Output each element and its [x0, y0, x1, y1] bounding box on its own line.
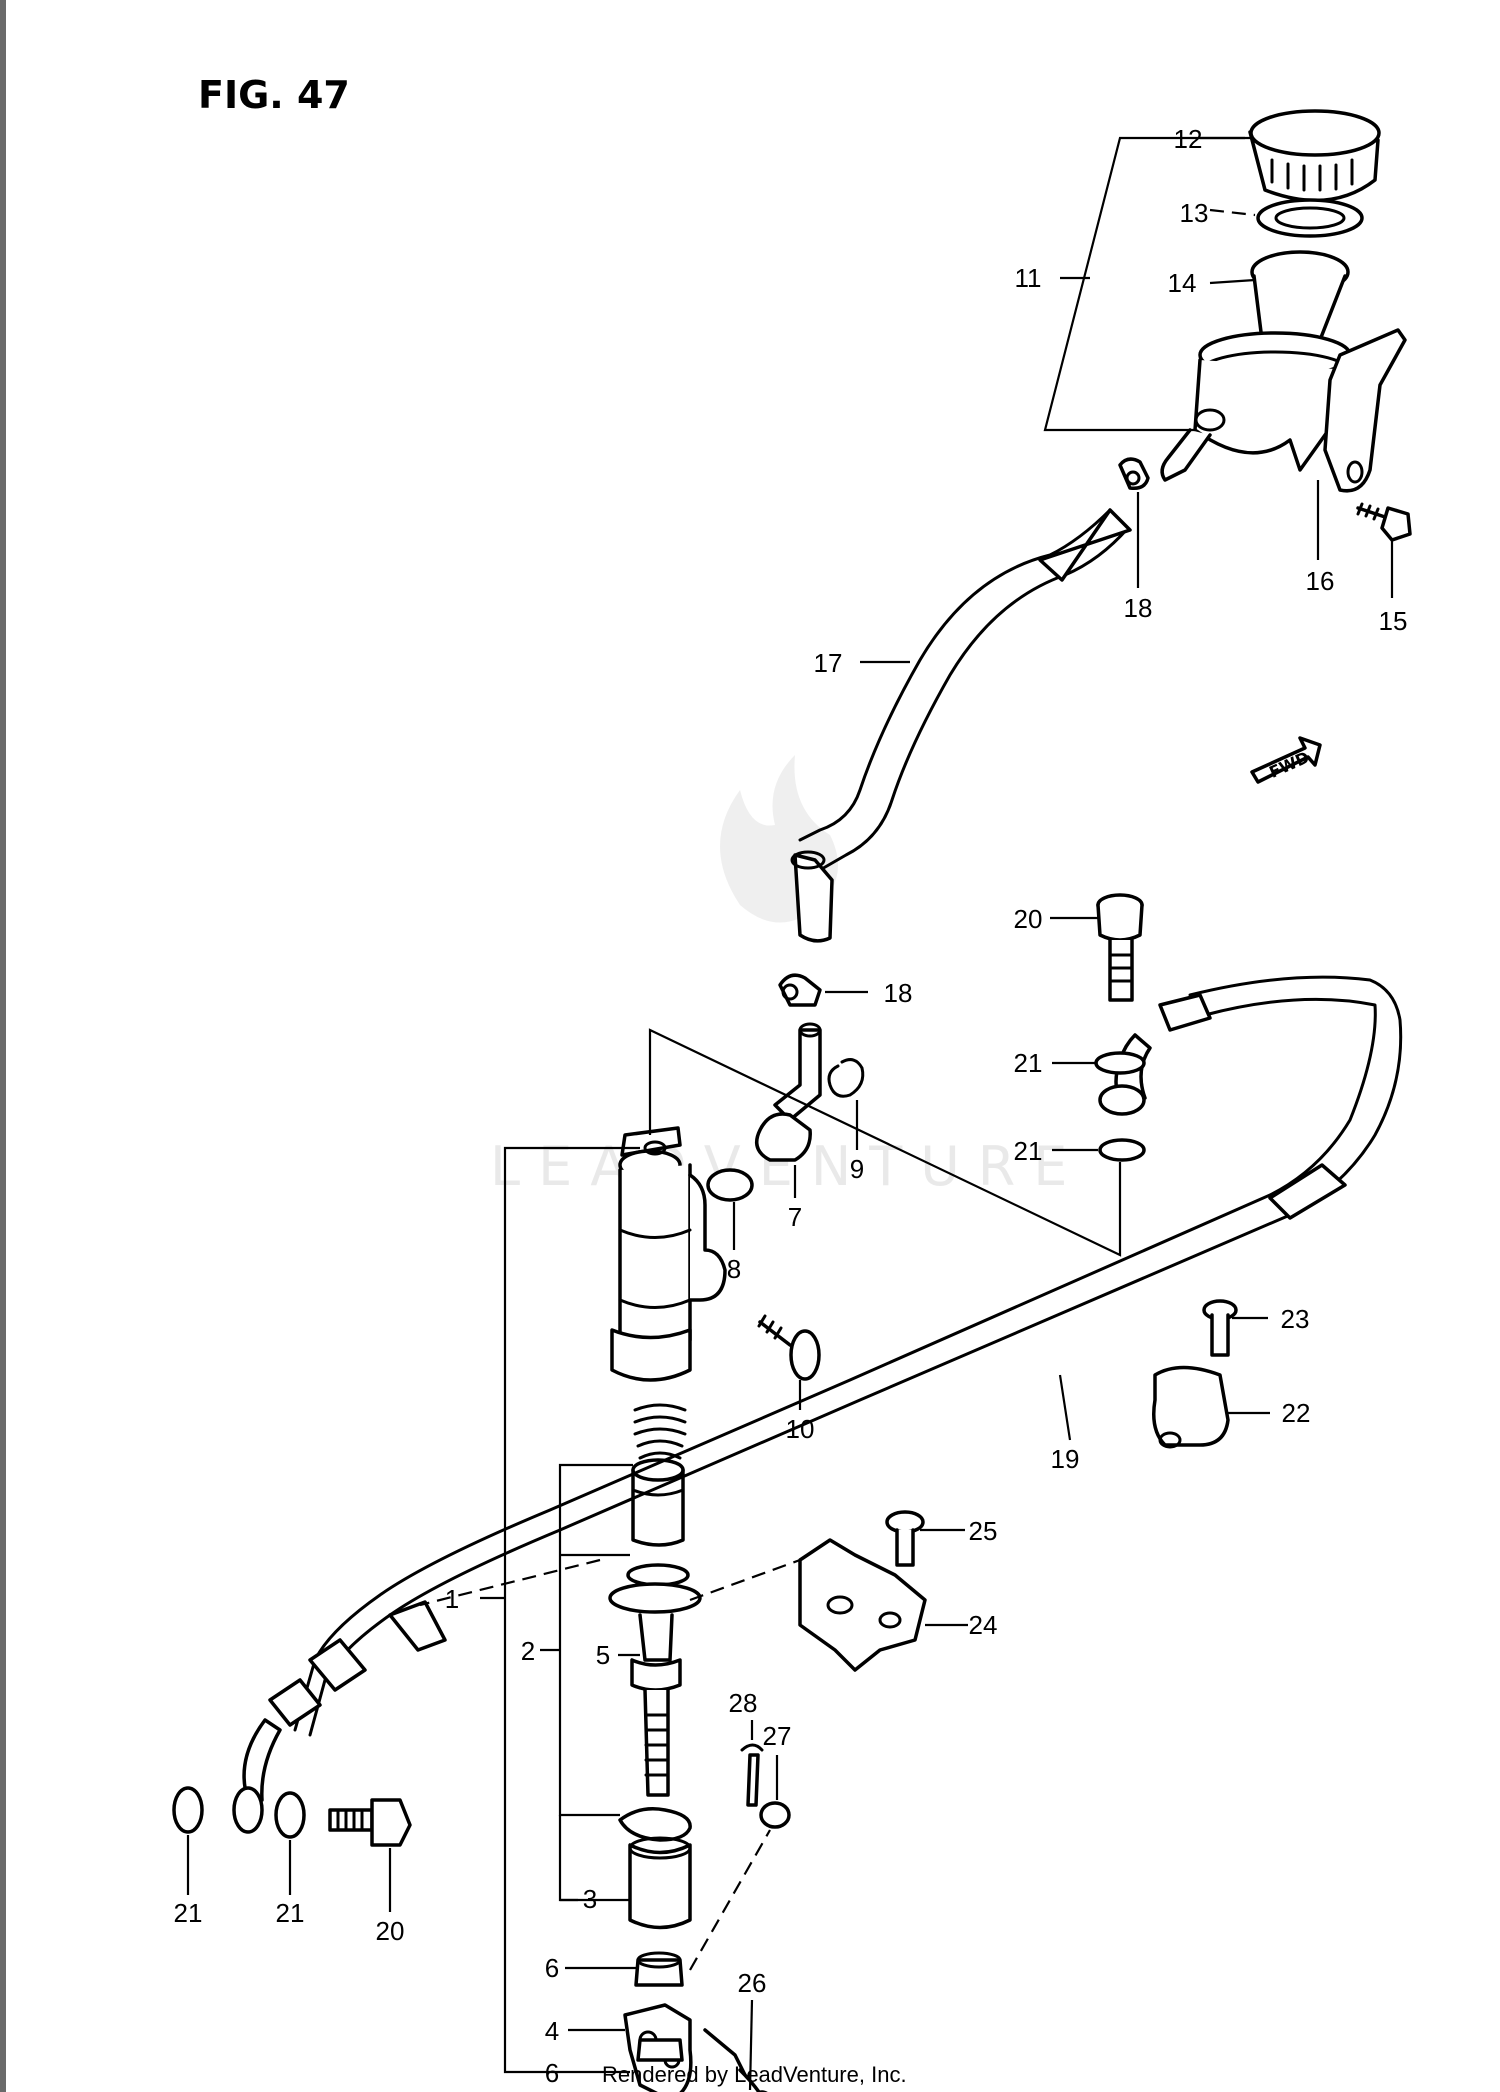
o-ring-8 [706, 1168, 754, 1202]
reservoir-bolt-15 [1356, 502, 1412, 542]
reservoir-cap-12 [1248, 109, 1381, 203]
callout-20-upper: 20 [1014, 904, 1043, 934]
snap-ring [618, 1807, 692, 1842]
callout-27: 27 [763, 1721, 792, 1751]
callout-1: 1 [445, 1584, 459, 1614]
master-cylinder-body [610, 1126, 727, 1382]
banjo-bolt-20-lower [328, 1798, 412, 1847]
lock-nut-6-upper [634, 1951, 684, 1987]
footer-credit: Rendered by LeadVenture, Inc. [602, 2062, 907, 2087]
callout-6-lower: 6 [545, 2058, 559, 2088]
return-spring [633, 1403, 687, 1460]
figure-title: FIG. 47 [198, 73, 350, 117]
leader-lines [186, 136, 1394, 2091]
cotter-pin-28 [740, 1743, 764, 1807]
callout-8: 8 [727, 1254, 741, 1284]
reservoir-plate-13 [1256, 198, 1364, 238]
callout-17: 17 [814, 648, 843, 678]
reservoir-bracket-16 [1323, 328, 1407, 493]
mounting-bolt-10 [757, 1314, 821, 1381]
callout-21-d: 21 [276, 1898, 305, 1928]
callout-2: 2 [521, 1636, 535, 1666]
callout-18-lower: 18 [884, 978, 913, 1008]
callout-labels: 12 13 14 11 16 15 18 17 20 18 21 21 9 7 … [174, 124, 1408, 2088]
callout-4: 4 [545, 2016, 559, 2046]
callout-5: 5 [596, 1640, 610, 1670]
callout-3: 3 [583, 1884, 597, 1914]
mounting-bracket-24 [798, 1538, 927, 1672]
callout-14: 14 [1168, 268, 1197, 298]
callout-6-upper: 6 [545, 1953, 559, 1983]
reservoir-body-11 [1160, 331, 1352, 482]
callout-7: 7 [788, 1202, 802, 1232]
callout-15: 15 [1379, 606, 1408, 636]
piston-2 [631, 1458, 685, 1547]
hose-clamp-18-lower [778, 973, 822, 1007]
callout-25: 25 [969, 1516, 998, 1546]
reservoir-hose-17 [790, 508, 1132, 943]
screw-25 [885, 1510, 925, 1567]
callout-19: 19 [1051, 1444, 1080, 1474]
forward-arrow-icon: FWD [1250, 736, 1322, 784]
callout-16: 16 [1306, 566, 1335, 596]
hose-clamp-18-upper [1118, 457, 1150, 491]
washer-21-c [172, 1786, 204, 1834]
callout-21-c: 21 [174, 1898, 203, 1928]
callout-20-lower: 20 [376, 1916, 405, 1946]
screw-23 [1202, 1299, 1238, 1357]
callout-24: 24 [969, 1610, 998, 1640]
dust-boot-3 [628, 1836, 692, 1930]
hose-joint-7 [754, 1022, 822, 1162]
hose-guide-22 [1152, 1365, 1230, 1449]
washer-21-a [1094, 1051, 1146, 1075]
banjo-bolt-20-upper [1096, 893, 1144, 1002]
callout-26: 26 [738, 1968, 767, 1998]
callout-13: 13 [1180, 198, 1209, 228]
circlip-9 [827, 1058, 865, 1098]
callout-9: 9 [850, 1154, 864, 1184]
washer-21-d [274, 1791, 306, 1839]
washer-21-b [1098, 1138, 1146, 1162]
brake-hose-19 [232, 975, 1403, 1834]
callout-21-a: 21 [1014, 1048, 1043, 1078]
scan-edge-strip [0, 0, 6, 2092]
callout-23: 23 [1281, 1304, 1310, 1334]
callout-28: 28 [729, 1688, 758, 1718]
piston-cup [608, 1563, 702, 1614]
callout-22: 22 [1282, 1398, 1311, 1428]
callout-12: 12 [1174, 124, 1203, 154]
lock-nut-6-lower [636, 2038, 684, 2062]
callout-11: 11 [1015, 263, 1042, 293]
forward-arrow-label: FWD [1266, 748, 1312, 782]
callout-10: 10 [786, 1414, 815, 1444]
callout-21-b: 21 [1014, 1136, 1043, 1166]
callout-18-upper: 18 [1124, 593, 1153, 623]
washer-27 [759, 1801, 791, 1829]
push-rod-5 [630, 1613, 682, 1797]
